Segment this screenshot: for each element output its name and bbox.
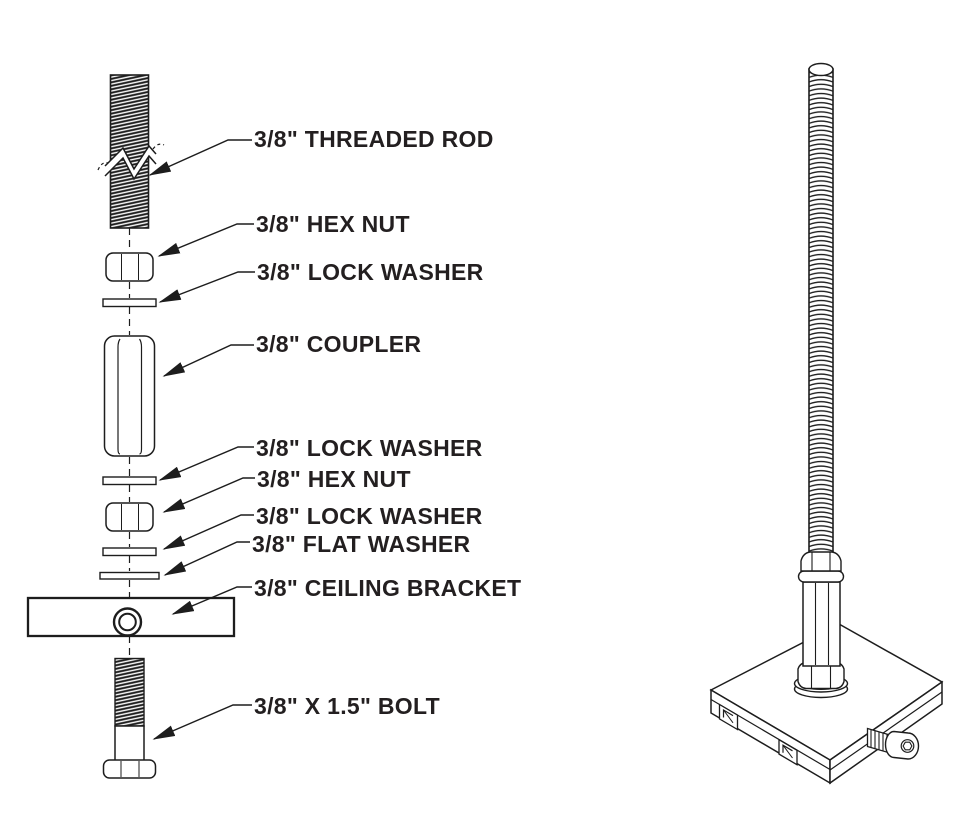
plate-slot-2 (778, 738, 798, 766)
assembled-hex-nut (800, 551, 842, 572)
exploded-view (26, 74, 255, 779)
assembled-view (709, 62, 944, 785)
leader-lock-washer-middle (158, 446, 254, 481)
leader-lines (148, 139, 255, 740)
label-threaded-rod: 3/8" THREADED ROD (254, 126, 494, 152)
label-lock-washer-middle: 3/8" LOCK WASHER (256, 435, 483, 461)
label-lock-washer-upper: 3/8" LOCK WASHER (257, 259, 484, 285)
hex-nut-upper-part (105, 252, 154, 282)
leader-lock-washer-lower (162, 514, 254, 550)
assembled-coupler (802, 581, 841, 667)
leader-bolt (152, 704, 252, 740)
ceiling-bracket-part (26, 596, 236, 638)
plate-slot-1 (718, 703, 739, 731)
leader-lock-washer-upper (158, 271, 255, 303)
label-lock-washer-lower: 3/8" LOCK WASHER (256, 503, 483, 529)
label-coupler: 3/8" COUPLER (256, 331, 422, 357)
label-hex-nut-upper: 3/8" HEX NUT (256, 211, 410, 237)
hex-bolt-part (102, 657, 157, 779)
hex-nut-lower-part (105, 502, 154, 532)
assembled-threaded-rod (808, 62, 834, 558)
assembled-lock-washer-ring (797, 570, 845, 583)
leader-hex-nut-lower (162, 477, 255, 513)
lock-washer-upper-part (102, 298, 157, 308)
label-hex-nut-lower: 3/8" HEX NUT (257, 466, 411, 492)
leader-flat-washer (163, 541, 250, 576)
set-screw (866, 727, 920, 760)
leader-coupler (162, 344, 254, 377)
lock-washer-middle-part (102, 476, 157, 486)
leader-ceiling-bracket (171, 586, 252, 615)
leader-threaded-rod (148, 139, 252, 176)
label-flat-washer: 3/8" FLAT WASHER (252, 531, 471, 557)
label-bolt: 3/8" X 1.5" BOLT (254, 693, 440, 719)
threaded-rod-part (97, 74, 165, 229)
flat-washer-part (99, 571, 160, 580)
coupler-part (103, 335, 156, 457)
leader-hex-nut-upper (157, 223, 254, 257)
lock-washer-lower-part (102, 547, 157, 557)
label-ceiling-bracket: 3/8" CEILING BRACKET (254, 575, 522, 601)
